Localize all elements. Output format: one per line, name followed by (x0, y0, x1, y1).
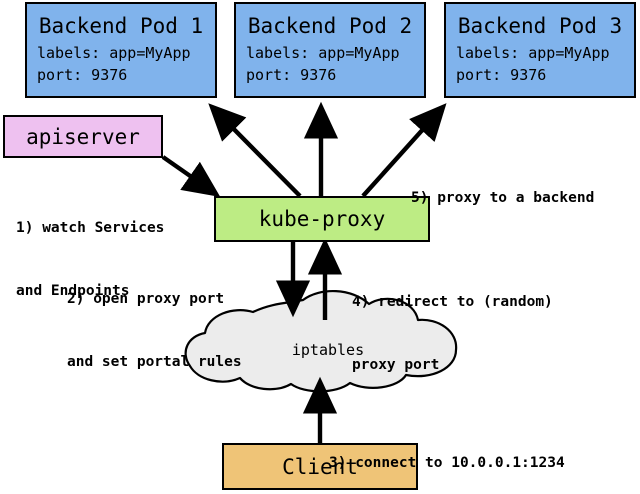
backend-pod-2-title: Backend Pod 2 (247, 14, 413, 38)
node-apiserver[interactable]: apiserver (3, 115, 163, 158)
client-title: Client (282, 454, 358, 479)
arrow-apiserver-to-kubeproxy (161, 155, 221, 198)
node-backend-pod-1[interactable]: Backend Pod 1 labels: app=MyApp port: 93… (25, 2, 217, 98)
node-kube-proxy[interactable]: kube-proxy (214, 196, 430, 242)
backend-pod-2-port: port: 9376 (246, 66, 337, 84)
arrow-kubeproxy-to-pod1 (208, 103, 302, 198)
kube-proxy-title: kube-proxy (258, 207, 386, 231)
backend-pod-1-port: port: 9376 (37, 66, 128, 84)
iptables-label: iptables (291, 341, 365, 359)
step-1-line-1: 1) watch Services (16, 220, 165, 236)
step-4-label: 4) redirect to (random) proxy port (352, 250, 553, 418)
step-2-line-2: and set portal rules (67, 354, 242, 370)
step-5-line-1: 5) proxy to a backend (411, 190, 595, 206)
step-3-line-1: 3) connect to 10.0.0.1:1234 (329, 455, 565, 471)
step-1-label: 1) watch Services and Endpoints (16, 176, 164, 344)
step-4-line-1: 4) redirect to (random) (352, 294, 553, 310)
backend-pod-3-port: port: 9376 (456, 66, 547, 84)
backend-pod-2-labels: labels: app=MyApp (246, 44, 400, 62)
node-backend-pod-3[interactable]: Backend Pod 3 labels: app=MyApp port: 93… (444, 2, 636, 98)
node-client[interactable]: Client (222, 443, 418, 490)
backend-pod-3-title: Backend Pod 3 (457, 14, 623, 38)
step-4-line-2: proxy port (352, 357, 440, 373)
step-3-label: 3) connect to 10.0.0.1:1234 (329, 411, 565, 494)
backend-pod-1-labels: labels: app=MyApp (37, 44, 191, 62)
step-5-label: 5) proxy to a backend (411, 146, 594, 251)
step-2-line-1: 2) open proxy port (67, 291, 225, 307)
step-1-line-2: and Endpoints (16, 283, 130, 299)
node-backend-pod-2[interactable]: Backend Pod 2 labels: app=MyApp port: 93… (234, 2, 426, 98)
apiserver-title: apiserver (26, 124, 140, 149)
backend-pod-3-labels: labels: app=MyApp (456, 44, 610, 62)
step-2-label: 2) open proxy port and set portal rules (67, 247, 242, 415)
backend-pod-1-title: Backend Pod 1 (38, 14, 204, 38)
